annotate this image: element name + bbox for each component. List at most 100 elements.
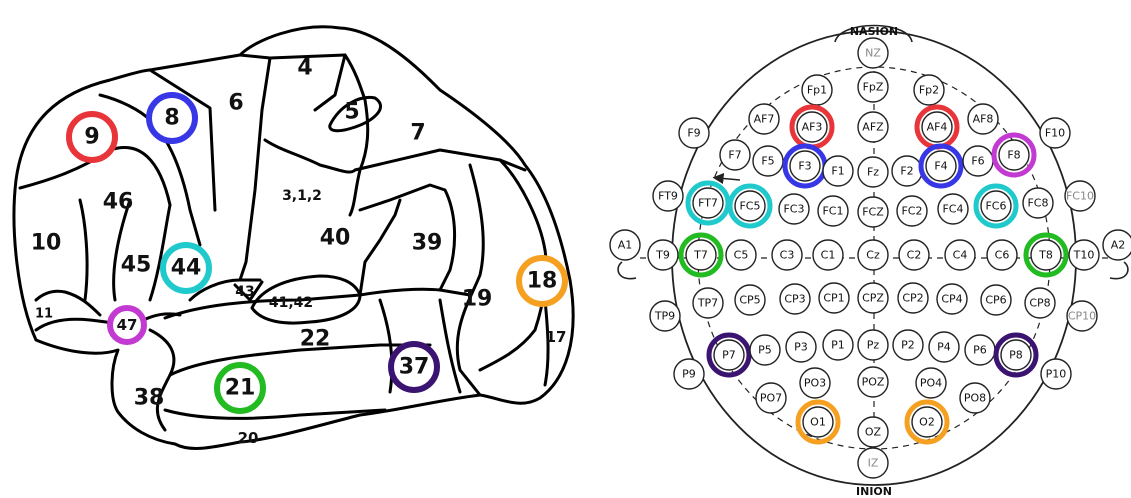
electrode-c3: C3 <box>771 239 803 271</box>
electrode-highlight-ring <box>795 399 841 445</box>
electrode-label: CP8 <box>1029 297 1050 310</box>
electrode-circle <box>913 74 945 106</box>
brain-area-label: 19 <box>462 287 493 312</box>
electrode-af4: AF4 <box>914 104 960 150</box>
electrode-nz: NZ <box>857 37 889 69</box>
inion-label: INION <box>856 485 892 498</box>
electrode-f8: F8 <box>991 132 1037 178</box>
electrode-label: FC2 <box>901 205 922 218</box>
electrode-label: FC3 <box>783 203 804 216</box>
electrode-fc2: FC2 <box>896 195 928 227</box>
electrode-label: F1 <box>831 165 844 178</box>
electrode-label: F6 <box>971 155 984 168</box>
electrode-circle <box>937 193 969 225</box>
electrode-po8: PO8 <box>959 382 991 414</box>
electrode-label: T7 <box>693 249 708 262</box>
electrode-fc4: FC4 <box>937 193 969 225</box>
electrode-label: F2 <box>900 165 913 178</box>
electrode-circle <box>911 406 943 438</box>
electrode-label: P10 <box>1046 368 1067 381</box>
electrode-label: Fp2 <box>919 84 939 97</box>
electrode-fcz: FCZ <box>857 196 889 228</box>
electrode-circle <box>673 358 705 390</box>
electrode-circle <box>980 190 1012 222</box>
electrode-label: CP1 <box>823 292 844 305</box>
brain-area-label: 5 <box>344 100 359 125</box>
electrode-circle <box>755 382 787 414</box>
electrode-c2: C2 <box>898 239 930 271</box>
electrode-label: OZ <box>865 426 882 439</box>
electrode-circle <box>734 284 766 316</box>
electrode-circle <box>857 111 889 143</box>
electrode-circle <box>801 74 833 106</box>
electrode-t8: T8 <box>1023 232 1069 278</box>
brain-area-label: 7 <box>410 121 425 146</box>
brain-area-ring <box>388 341 440 393</box>
electrode-label: CP5 <box>739 294 760 307</box>
electrode-label: CP2 <box>902 292 923 305</box>
electrode-af7: AF7 <box>748 103 780 135</box>
electrode-label: O1 <box>810 416 826 429</box>
electrode-label: T8 <box>1038 249 1053 262</box>
electrode-f5: F5 <box>752 145 784 177</box>
electrode-label: FC10 <box>1066 190 1094 203</box>
electrode-highlight-ring <box>706 332 752 378</box>
electrode-circle <box>928 331 960 363</box>
brain-area-label: 8 <box>164 106 179 131</box>
brain-area-label: 6 <box>228 91 243 116</box>
electrode-af8: AF8 <box>967 103 999 135</box>
brain-area-ring <box>214 362 266 414</box>
electrode-t7: T7 <box>678 232 724 278</box>
electrode-circle <box>692 187 724 219</box>
electrode-cp3: CP3 <box>779 283 811 315</box>
electrode-t10: T10 <box>1068 239 1100 271</box>
electrode-circle <box>892 329 924 361</box>
electrode-a1: A1 <box>609 229 641 261</box>
electrode-fp2: Fp2 <box>913 74 945 106</box>
brain-area-ring <box>146 92 198 144</box>
electrode-label: CP6 <box>985 294 1006 307</box>
brain-area-label: 40 <box>320 226 351 251</box>
electrode-label: C3 <box>780 249 795 262</box>
electrode-label: AF8 <box>973 113 994 126</box>
electrode-label: P1 <box>831 339 845 352</box>
brain-area-ring <box>66 111 118 163</box>
electrode-circle <box>719 139 751 171</box>
electrode-circle <box>898 239 930 271</box>
electrode-circle <box>771 239 803 271</box>
left-ear <box>617 261 637 280</box>
electrode-label: AF3 <box>802 121 823 134</box>
electrode-circle <box>779 283 811 315</box>
electrode-circle <box>822 155 854 187</box>
electrode-highlight-ring <box>1023 232 1069 278</box>
electrode-c1: C1 <box>812 239 844 271</box>
electrode-label: F3 <box>798 160 811 173</box>
nasion-bump <box>834 24 913 43</box>
electrode-circle <box>1024 287 1056 319</box>
electrode-label: FCZ <box>862 206 884 219</box>
electrode-circle <box>1030 239 1062 271</box>
brain-area-label: 20 <box>238 429 259 447</box>
electrode-circle <box>1000 339 1032 371</box>
electrode-afz: AFZ <box>857 111 889 143</box>
electrode-label: A1 <box>618 239 633 252</box>
electrode-circle <box>857 329 889 361</box>
electrode-label: C4 <box>953 249 968 262</box>
electrode-af3: AF3 <box>789 104 835 150</box>
electrode-fc10: FC10 <box>1064 180 1096 212</box>
electrode-label: AF4 <box>927 121 948 134</box>
brain-area-label: 10 <box>31 231 62 256</box>
electrode-f3: F3 <box>782 143 828 189</box>
electrode-c4: C4 <box>944 239 976 271</box>
electrode-pz: Pz <box>857 329 889 361</box>
electrode-c5: C5 <box>725 239 757 271</box>
brain-area-label: 17 <box>546 328 567 346</box>
brain-area-label: 37 <box>399 355 430 380</box>
electrode-label: F5 <box>761 155 774 168</box>
electrode-label: NZ <box>865 47 881 60</box>
electrode-circle <box>967 103 999 135</box>
electrode-label: C5 <box>734 249 749 262</box>
electrode-circle <box>959 382 991 414</box>
